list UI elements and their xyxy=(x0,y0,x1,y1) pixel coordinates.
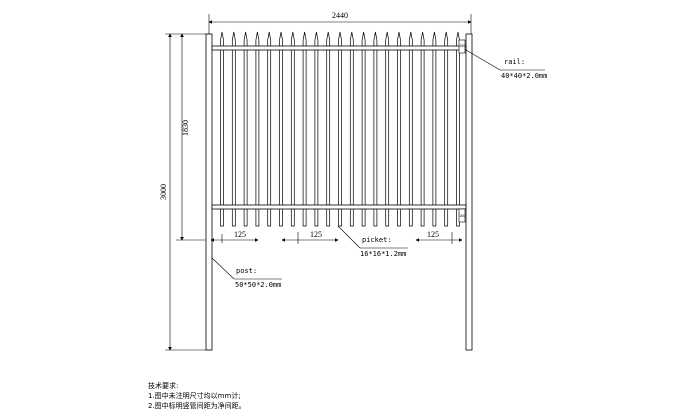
picket xyxy=(279,31,283,227)
height-label: 3000 xyxy=(159,184,168,200)
left-post xyxy=(205,33,213,351)
post-callout-spec: 50*50*2.0mm xyxy=(235,281,281,289)
picket-callout-spec: 16*16*1.2mm xyxy=(360,250,406,258)
top-rail xyxy=(211,45,467,51)
picket xyxy=(397,31,401,227)
panel-height-label: 1830 xyxy=(181,120,190,136)
rail-callout: rail: 40*40*2.0mm xyxy=(465,49,547,80)
picket xyxy=(420,31,425,227)
picket xyxy=(338,31,342,227)
picket xyxy=(349,31,354,227)
note-item-1: 1.图中未注明尺寸均以mm计; xyxy=(148,392,241,400)
spacing-label-right: 125 xyxy=(427,230,439,239)
picket xyxy=(231,31,236,227)
picket xyxy=(314,31,319,227)
picket xyxy=(326,31,331,227)
technical-notes: 技术要求: 1.图中未注明尺寸均以mm计; 2.图中标明竖管间距为净间距。 xyxy=(148,381,246,411)
picket xyxy=(267,31,272,227)
panel-height-dimension: 1830 xyxy=(176,33,211,241)
picket xyxy=(302,31,307,227)
picket xyxy=(456,31,460,227)
picket xyxy=(408,31,413,227)
picket-callout-name: picket: xyxy=(362,236,392,244)
picket-callout: picket: 16*16*1.2mm xyxy=(337,225,408,258)
right-post xyxy=(465,33,473,351)
pickets xyxy=(220,31,460,227)
bottom-rail-bracket xyxy=(458,208,466,223)
posts xyxy=(205,33,473,351)
rails: 150 150 xyxy=(211,39,467,223)
rail-callout-name: rail: xyxy=(504,58,525,66)
spacing-label-left: 125 xyxy=(234,230,246,239)
width-dimension: 2440 xyxy=(208,11,472,34)
post-callout-name: post: xyxy=(236,267,257,275)
picket xyxy=(373,31,378,227)
bottom-bracket-label: 150 xyxy=(459,214,465,218)
picket xyxy=(243,31,248,227)
spacing-dimensions: 125 125 125 xyxy=(210,230,463,244)
width-label: 2440 xyxy=(332,11,348,20)
picket xyxy=(255,31,260,227)
picket xyxy=(220,31,224,227)
height-dimension: 3000 xyxy=(159,33,211,351)
picket xyxy=(432,31,437,227)
notes-title: 技术要求: xyxy=(148,382,179,390)
top-rail-bracket xyxy=(458,39,466,54)
note-item-2: 2.图中标明竖管间距为净间距。 xyxy=(148,402,246,410)
picket xyxy=(290,31,295,227)
rail-callout-spec: 40*40*2.0mm xyxy=(501,72,547,80)
picket xyxy=(385,31,390,227)
top-bracket-label: 150 xyxy=(459,44,465,48)
spacing-label-middle: 125 xyxy=(310,230,322,239)
post-callout: post: 50*50*2.0mm xyxy=(211,257,282,289)
bottom-rail xyxy=(211,204,467,210)
picket xyxy=(361,31,366,227)
picket xyxy=(444,31,449,227)
